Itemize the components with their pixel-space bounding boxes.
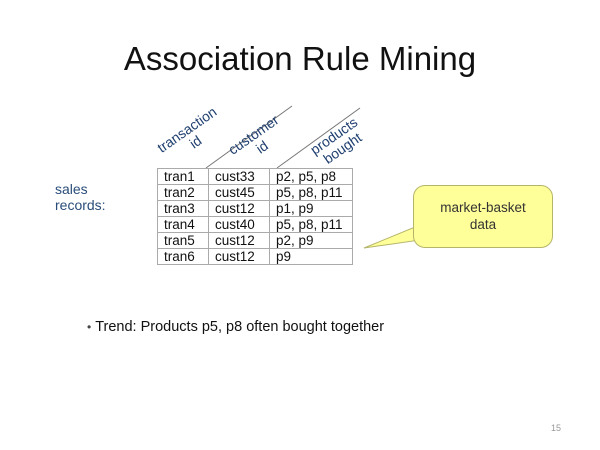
customer-id-cell: cust33 xyxy=(208,168,270,185)
market-basket-callout: market-basket data xyxy=(413,185,553,248)
transaction-id-cell: tran4 xyxy=(157,216,209,233)
callout-line: data xyxy=(469,217,497,232)
callout-pointer xyxy=(363,224,421,249)
bullet-dot-icon: • xyxy=(87,320,92,334)
products-cell: p5, p8, p11 xyxy=(269,216,353,233)
label-line: records: xyxy=(55,197,106,213)
bullet-text: Trend: Products p5, p8 often bought toge… xyxy=(95,319,385,335)
products-cell: p1, p9 xyxy=(269,200,353,217)
callout-line: market-basket xyxy=(440,200,526,215)
products-cell: p2, p9 xyxy=(269,232,353,249)
transaction-id-cell: tran6 xyxy=(157,248,209,265)
label-line: sales xyxy=(55,181,88,197)
customer-id-cell: cust40 xyxy=(208,216,270,233)
page-number: 15 xyxy=(551,423,562,433)
header-divider-2 xyxy=(276,107,361,169)
transaction-id-cell: tran5 xyxy=(157,232,209,249)
sales-records-label: sales records: xyxy=(55,181,106,213)
customer-id-cell: cust45 xyxy=(208,184,270,201)
transaction-id-cell: tran1 xyxy=(157,168,209,185)
products-cell: p9 xyxy=(269,248,353,265)
customer-id-cell: cust12 xyxy=(208,248,270,265)
customer-id-cell: cust12 xyxy=(208,232,270,249)
transaction-id-cell: tran3 xyxy=(157,200,209,217)
transaction-id-cell: tran2 xyxy=(157,184,209,201)
trend-bullet: •Trend: Products p5, p8 often bought tog… xyxy=(87,319,384,335)
header-divider-1 xyxy=(205,105,293,169)
products-cell: p2, p5, p8 xyxy=(269,168,353,185)
products-cell: p5, p8, p11 xyxy=(269,184,353,201)
customer-id-cell: cust12 xyxy=(208,200,270,217)
slide-title: Association Rule Mining xyxy=(123,40,477,77)
